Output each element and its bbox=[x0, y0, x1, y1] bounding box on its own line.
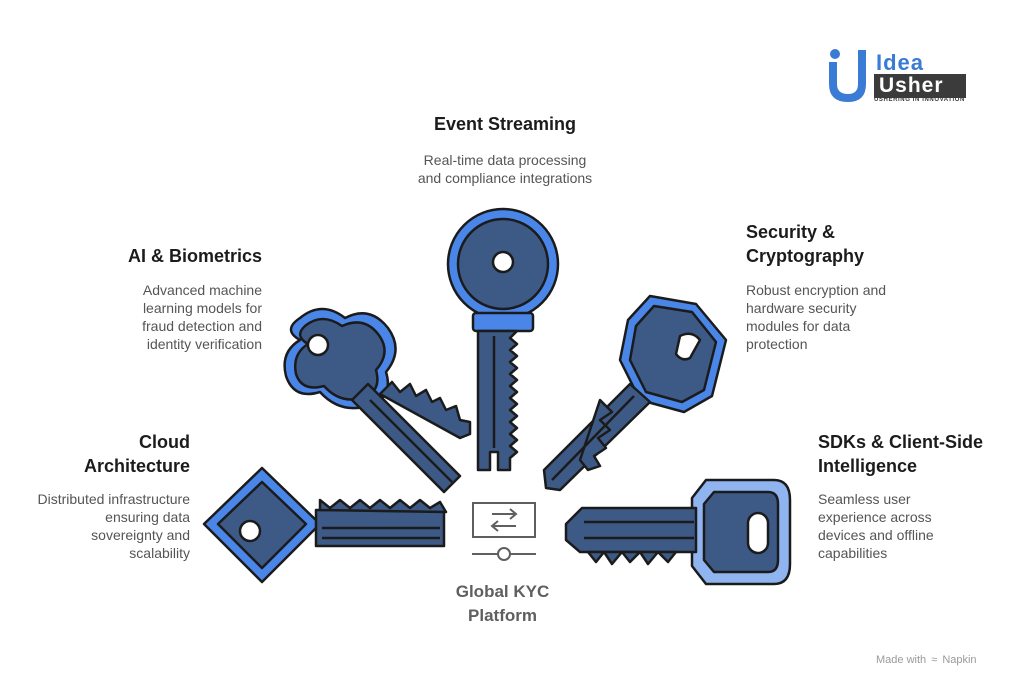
logo-mark-icon bbox=[829, 49, 966, 102]
cloud-title: Cloud Architecture bbox=[83, 432, 190, 476]
idea-usher-logo: Idea Usher USHERING IN INNOVATION bbox=[826, 46, 970, 106]
made-with-label: Made with bbox=[876, 654, 927, 666]
made-with-napkin: Made with ≈ Napkin bbox=[876, 654, 977, 666]
key-sdks bbox=[564, 478, 792, 586]
key-event-streaming bbox=[446, 207, 560, 472]
platform-hub-icon bbox=[470, 500, 538, 562]
logo-word-idea: Idea bbox=[876, 50, 925, 75]
event-streaming-desc: Real-time data processing and compliance… bbox=[417, 152, 593, 186]
key-cloud bbox=[202, 466, 448, 584]
key-ai-biometrics bbox=[283, 307, 472, 494]
cloud-desc: Distributed infrastructure ensuring data… bbox=[37, 491, 190, 561]
napkin-icon: ≈ bbox=[931, 654, 938, 666]
napkin-brand: Napkin bbox=[942, 654, 977, 666]
logo-tagline: USHERING IN INNOVATION bbox=[874, 97, 965, 103]
security-desc: Robust encryption and hardware security … bbox=[746, 282, 887, 352]
key-security bbox=[542, 294, 728, 492]
platform-label: Global KYC Platform bbox=[455, 582, 550, 625]
ai-biometrics-title: AI & Biometrics bbox=[127, 246, 262, 266]
security-title: Security & Cryptography bbox=[746, 222, 865, 266]
sdks-title: SDKs & Client-Side Intelligence bbox=[818, 432, 984, 476]
ai-biometrics-desc: Advanced machine learning models for fra… bbox=[142, 282, 262, 352]
sdks-desc: Seamless user experience across devices … bbox=[818, 491, 934, 561]
event-streaming-title: Event Streaming bbox=[433, 114, 577, 134]
logo-word-usher: Usher bbox=[879, 74, 944, 97]
